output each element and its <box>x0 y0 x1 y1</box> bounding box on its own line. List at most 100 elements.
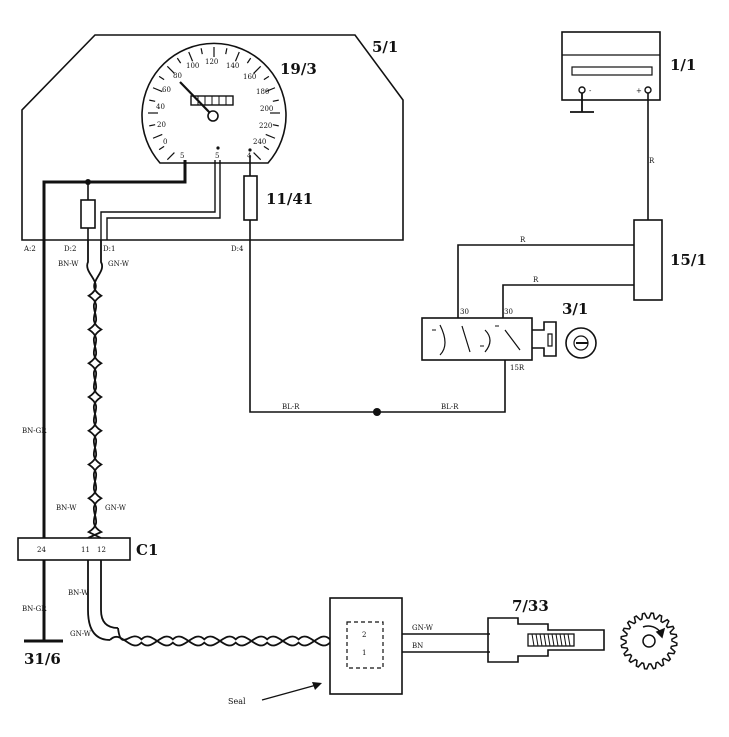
dial-tick <box>188 51 194 62</box>
speed-sensor-body <box>487 617 605 663</box>
twisted-pair-horizontal <box>109 627 331 647</box>
switch-term-30b: 30 <box>504 308 513 316</box>
relay-id: 15/1 <box>670 251 707 269</box>
sensor-pin-2: 2 <box>362 631 366 639</box>
dial-tick <box>225 48 228 55</box>
dial-tick <box>166 152 175 161</box>
ignition-switch-id: 3/1 <box>562 300 588 318</box>
label-bl-r-right: BL-R <box>441 403 459 411</box>
dial-tick <box>263 75 270 81</box>
speedometer-id: 19/3 <box>280 60 317 78</box>
seal-label: Seal <box>228 697 246 706</box>
dial-tick <box>149 124 156 127</box>
scale-180: 180 <box>256 88 269 96</box>
gear-hub <box>642 634 656 648</box>
fuse-resistor-id: 11/41 <box>266 190 313 208</box>
coil-winding <box>551 633 555 647</box>
c1-pin-11: 11 <box>81 546 90 554</box>
seal-arrow <box>261 683 321 701</box>
label-bn-w-mid: BN-W <box>56 504 77 512</box>
c1-pin-12: 12 <box>97 546 106 554</box>
scale-200: 200 <box>260 105 273 113</box>
dial-tick <box>200 48 203 55</box>
sensor-pin-1: 1 <box>362 649 366 657</box>
sensor-connector-housing <box>329 597 403 695</box>
terminal-d1: D:1 <box>103 245 115 253</box>
instrument-panel-outline <box>21 34 404 241</box>
panel-signal-wire <box>100 160 216 240</box>
dial-tick <box>253 65 262 74</box>
scale-80: 80 <box>173 72 182 80</box>
connector-c1-id: C1 <box>136 541 158 559</box>
label-bl-r-left: BL-R <box>282 403 300 411</box>
dial-tick <box>272 124 279 127</box>
label-gn-w-top: GN-W <box>108 260 130 268</box>
dial-tick <box>263 145 270 151</box>
reluctor-wheel <box>620 612 678 670</box>
panel-ground-wire <box>42 160 187 240</box>
key-slot <box>532 321 557 357</box>
battery-pos: + <box>636 87 642 95</box>
speedo-pin-mid: 5 <box>215 152 219 160</box>
scale-120: 120 <box>205 58 218 66</box>
dial-tick <box>149 99 156 102</box>
label-r-lower: R <box>533 276 539 284</box>
label-r-upper: R <box>520 236 526 244</box>
coil-winding <box>555 633 559 647</box>
coil-winding <box>531 633 535 647</box>
scale-240: 240 <box>253 138 266 146</box>
label-r-battery: R <box>649 157 655 165</box>
label-bn-gr-top: BN-GR <box>22 427 47 435</box>
coil-winding <box>535 633 539 647</box>
dial-tick <box>176 57 182 64</box>
ground-id: 31/6 <box>24 650 61 668</box>
battery-id: 1/1 <box>670 56 696 74</box>
coil-winding <box>539 633 543 647</box>
speedometer-dial <box>141 42 287 164</box>
dial-tick <box>265 87 276 93</box>
speedo-pin-left: 5 <box>180 152 184 160</box>
dial-tick <box>253 152 262 161</box>
battery-neg: - <box>589 87 592 95</box>
speed-sensor-coil <box>527 633 575 647</box>
dial-tick <box>158 145 165 151</box>
dial-tick <box>246 57 252 64</box>
instrument-panel-id: 5/1 <box>372 38 398 56</box>
coil-winding <box>547 633 551 647</box>
panel-resistor <box>80 199 96 229</box>
scale-160: 160 <box>243 73 256 81</box>
rotation-arrow-tip <box>655 627 666 639</box>
terminal-d4: D:4 <box>231 245 244 253</box>
dial-tick <box>152 133 163 139</box>
speedometer-ticks <box>148 47 280 161</box>
speed-sensor-id: 7/33 <box>512 597 549 615</box>
speedometer-scale-labels: 0 20 40 60 80 100 120 140 160 180 200 22… <box>156 58 273 146</box>
connector-c1 <box>17 537 131 561</box>
scale-0: 0 <box>163 138 167 146</box>
scale-60: 60 <box>162 86 171 94</box>
twisted-pair-vertical <box>86 240 104 539</box>
label-bn-gr-bottom: BN-GR <box>22 605 47 613</box>
dial-tick <box>166 65 175 74</box>
switch-term-15r: 15R <box>510 364 525 372</box>
dial-tick <box>152 87 163 93</box>
label-bn-sensor: BN <box>412 642 423 650</box>
label-bn-w-low: BN-W <box>68 589 89 597</box>
coil-winding <box>559 633 563 647</box>
terminal-a2: A:2 <box>23 245 36 253</box>
switch-term-30a: 30 <box>460 308 469 316</box>
fuse-resistor-body <box>243 175 258 221</box>
c1-pin-24: 24 <box>37 546 46 554</box>
scale-140: 140 <box>226 62 239 70</box>
label-gn-w-mid: GN-W <box>105 504 127 512</box>
scale-100: 100 <box>186 62 199 70</box>
sensor-connector-pins <box>346 621 384 669</box>
scale-20: 20 <box>157 121 166 129</box>
terminal-d2: D:2 <box>64 245 76 253</box>
panel-signal-wire-b <box>106 160 221 240</box>
scale-220: 220 <box>259 122 272 130</box>
battery-body <box>561 31 661 101</box>
dial-tick <box>158 75 165 81</box>
dial-tick <box>265 133 276 139</box>
